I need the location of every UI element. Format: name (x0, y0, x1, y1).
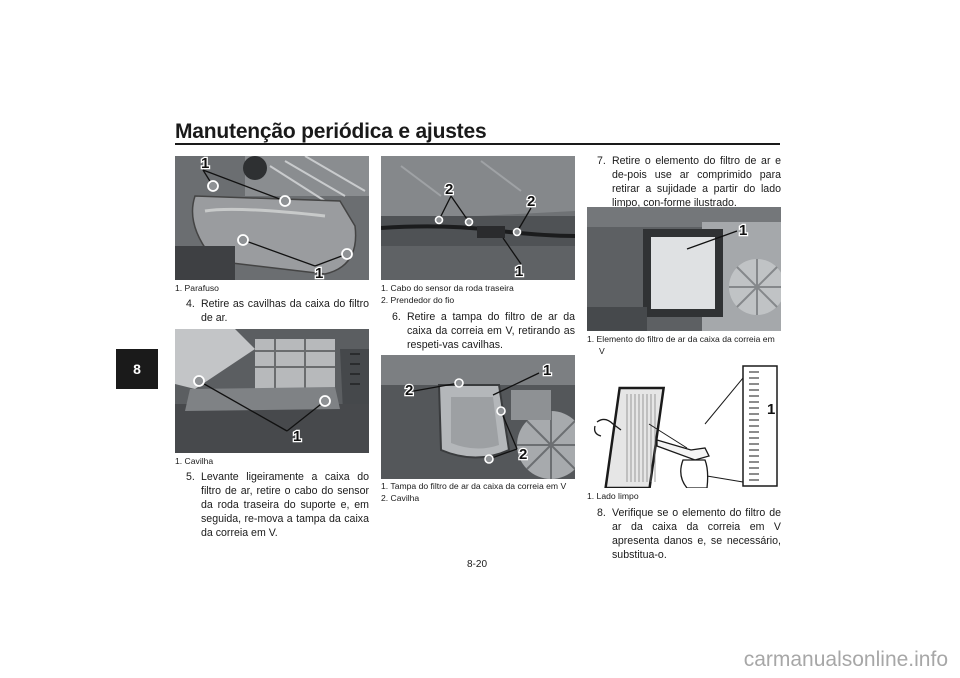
fig4-callout-1: 1 (543, 362, 551, 379)
step-7: 7. Retire o elemento do filtro de ar e d… (597, 154, 781, 210)
step-text: Verifique se o elemento do filtro de ar … (612, 507, 781, 561)
fig2-callout-1: 1 (293, 428, 301, 445)
figure-air-filter-case-bolts: 1 1 (175, 156, 369, 280)
fig3-caption-item-1: 1. Cabo do sensor da roda traseira (381, 283, 514, 293)
fig3-caption: 1. Cabo do sensor da roda traseira 2. Pr… (381, 282, 575, 306)
fig1-caption-item: 1. Parafuso (175, 283, 219, 293)
header-rule (175, 143, 780, 145)
step-number: 4. (186, 298, 195, 310)
page-title: Manutenção periódica e ajustes (175, 120, 487, 143)
fig4-callout-2a: 2 (405, 382, 413, 399)
fig5-caption-item: 1. Elemento do filtro de ar da caixa da … (587, 334, 775, 356)
step-8: 8. Verifique se o elemento do filtro de … (597, 506, 781, 562)
figure-filter-element: 1 (587, 207, 781, 331)
step-text: Levante ligeiramente a caixa do filtro d… (201, 471, 369, 539)
fig1-callout-2: 1 (315, 265, 323, 280)
figure-clean-side-illustration: 1 (587, 364, 781, 490)
fig4-caption: 1. Tampa do filtro de ar da caixa da cor… (381, 480, 575, 504)
fig3-callout-1: 1 (515, 263, 523, 280)
step-text: Retire as cavilhas da caixa do filtro de… (201, 298, 369, 324)
step-6: 6. Retire a tampa do filtro de ar da cai… (392, 310, 575, 352)
step-number: 8. (597, 507, 606, 519)
watermark: carmanualsonline.info (743, 648, 948, 671)
fig3-caption-item-2: 2. Prendedor do fio (381, 295, 455, 305)
fig1-callout-1: 1 (201, 156, 209, 172)
fig5-callout-1: 1 (739, 222, 747, 239)
figure-air-filter-case-bolts-2: 1 (175, 329, 369, 453)
figure-wheel-sensor-cable: 2 2 1 (381, 156, 575, 280)
step-4: 4. Retire as cavilhas da caixa do filtro… (186, 297, 369, 325)
step-number: 5. (186, 471, 195, 483)
fig3-callout-2a: 2 (445, 181, 453, 198)
fig4-caption-item-1: 1. Tampa do filtro de ar da caixa da cor… (381, 481, 567, 491)
figure-filter-cover: 2 1 2 (381, 355, 575, 479)
fig1-caption: 1. Parafuso (175, 282, 369, 294)
fig5-caption: 1. Elemento do filtro de ar da caixa da … (587, 333, 781, 357)
step-text: Retire a tampa do filtro de ar da caixa … (407, 311, 575, 351)
fig2-caption: 1. Cavilha (175, 455, 369, 467)
step-5: 5. Levante ligeiramente a caixa do filtr… (186, 470, 369, 540)
fig6-callout-1: 1 (767, 401, 775, 418)
fig4-caption-item-2: 2. Cavilha (381, 493, 420, 503)
fig4-callout-2b: 2 (519, 446, 527, 463)
page-number: 8-20 (467, 559, 488, 570)
step-number: 7. (597, 155, 606, 167)
fig3-callout-2b: 2 (527, 193, 535, 210)
chapter-tab: 8 (116, 349, 158, 389)
fig2-caption-item: 1. Cavilha (175, 456, 214, 466)
fig6-caption: 1. Lado limpo (587, 490, 781, 502)
fig6-caption-item: 1. Lado limpo (587, 491, 639, 501)
step-number: 6. (392, 311, 401, 323)
step-text: Retire o elemento do filtro de ar e de-p… (612, 155, 781, 209)
